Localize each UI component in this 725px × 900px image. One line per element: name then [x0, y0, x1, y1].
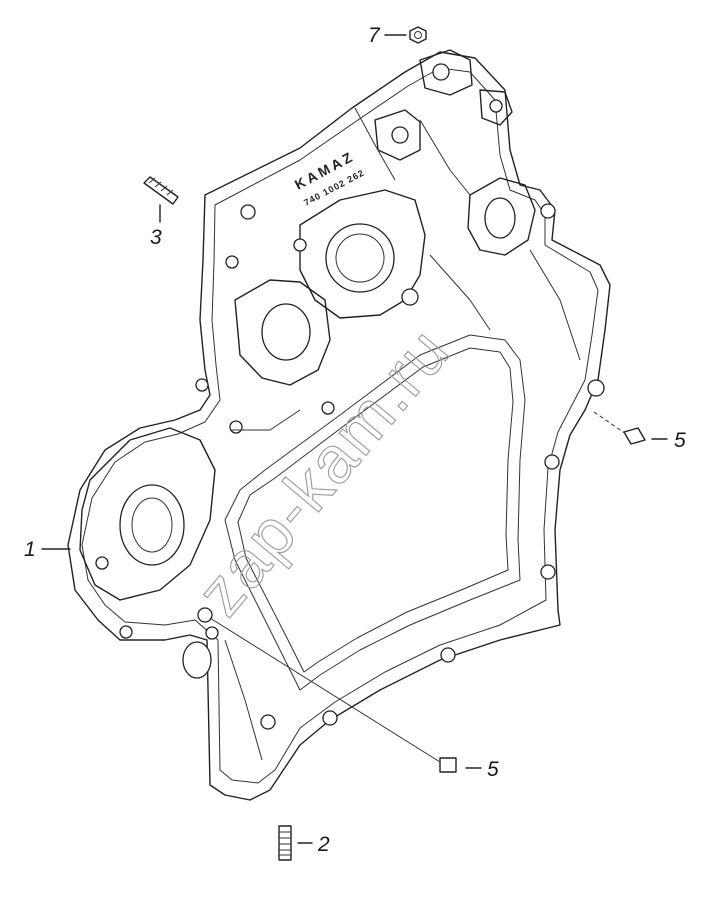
stud-part-3 [143, 176, 179, 223]
stud-part-2 [278, 825, 313, 861]
callout-1: 1 [24, 538, 36, 561]
dowel-pin-part-5-right [593, 411, 668, 445]
dowel-pin-part-5-lower [209, 617, 482, 773]
casting-embossing: KAMAZ 740 1002 262 [292, 148, 366, 208]
callout-5-right: 5 [674, 429, 686, 452]
callout-7: 7 [368, 24, 381, 47]
callout-3: 3 [150, 226, 162, 249]
watermark-text: zap-kam.ru [182, 313, 464, 629]
callout-5-lower: 5 [487, 758, 499, 781]
callout-2: 2 [317, 833, 330, 856]
nut-part-7 [384, 26, 427, 44]
timing-gear-cover [67, 49, 611, 801]
